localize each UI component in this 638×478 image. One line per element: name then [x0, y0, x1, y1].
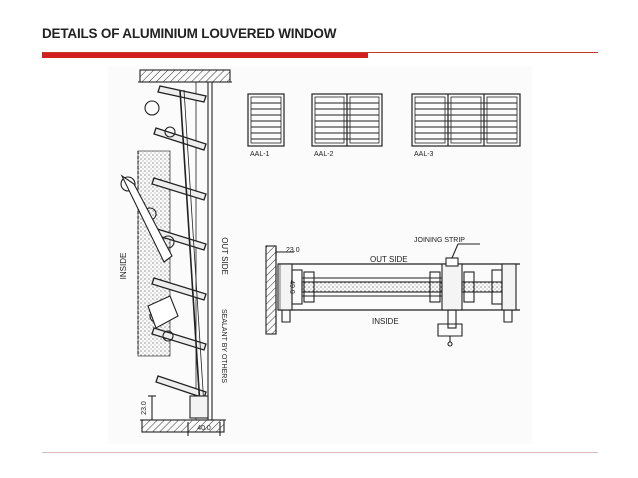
elevations	[247, 93, 521, 147]
elevation-aal-1	[247, 93, 285, 147]
plan-dim-side: 49.0	[288, 280, 295, 294]
elevation-aal-2	[311, 93, 383, 147]
slide-title: DETAILS OF ALUMINIUM LOUVERED WINDOW	[42, 26, 337, 41]
dim-bottom-width: 40.0	[197, 425, 211, 432]
dim-bottom-height: 23.0	[141, 401, 148, 415]
technical-drawing: INSIDE OUT SIDE SEALANT BY OTHERS 23.0 4…	[108, 66, 532, 444]
plan-label-joining-strip: JOINING STRIP	[414, 237, 465, 244]
plan-label-inside: INSIDE	[372, 317, 399, 326]
elevation-label-2: AAL-2	[314, 151, 334, 158]
plan-section	[265, 243, 520, 347]
plan-label-outside: OUT SIDE	[370, 255, 408, 264]
label-sealant: SEALANT BY OTHERS	[220, 309, 227, 383]
title-underline-thin	[42, 52, 598, 53]
label-inside-section: INSIDE	[119, 253, 128, 280]
vertical-section	[120, 69, 232, 436]
title-underline-accent	[42, 53, 368, 58]
plan-dim-top: 23.0	[286, 247, 300, 254]
label-outside-section: OUT SIDE	[220, 237, 229, 275]
footer-rule	[42, 452, 598, 453]
elevation-aal-3	[411, 93, 521, 147]
elevation-label-3: AAL-3	[414, 151, 434, 158]
elevation-label-1: AAL-1	[250, 151, 270, 158]
